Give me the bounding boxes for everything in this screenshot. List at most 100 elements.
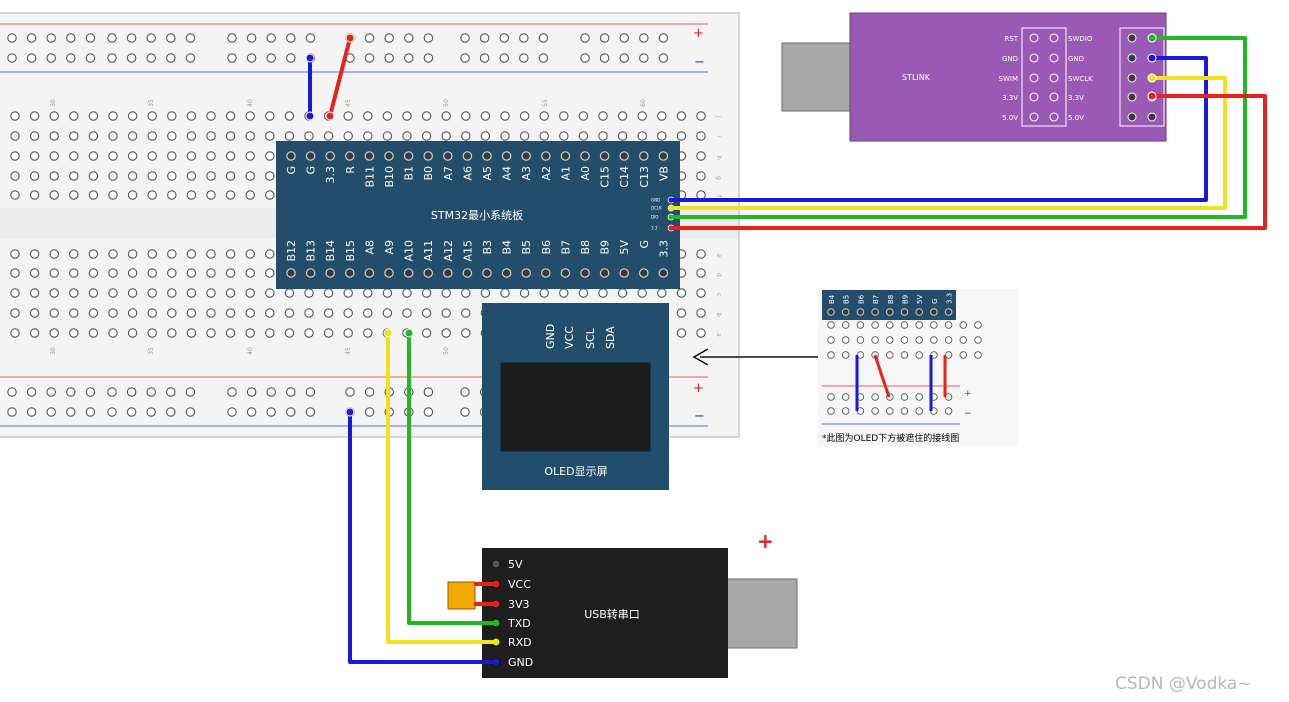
breadboard-hole xyxy=(186,151,197,161)
breadboard-hole xyxy=(363,308,373,318)
rail-hole xyxy=(305,33,316,43)
breadboard-hole xyxy=(10,328,20,338)
bottom-rail-plus-sign: + xyxy=(693,381,704,396)
wires xyxy=(305,33,1267,664)
usb-serial-plus-sign: + xyxy=(757,529,774,553)
breadboard-hole xyxy=(206,308,216,318)
breadboard-hole xyxy=(245,249,255,259)
inset-hole xyxy=(959,321,968,329)
stm32-top-pin xyxy=(560,151,571,161)
rail-hole xyxy=(146,53,156,63)
wire-yellow-stlink-swclk xyxy=(670,76,1227,210)
stlink-title: STLINK xyxy=(902,73,931,82)
breadboard-hole xyxy=(363,111,373,121)
inset-pin xyxy=(856,308,865,316)
breadboard-hole xyxy=(167,190,177,200)
rail-hole xyxy=(479,33,490,43)
stlink-left-label: SWIM xyxy=(999,75,1018,83)
breadboard-hole xyxy=(441,308,451,318)
stm32-top-pin xyxy=(540,151,551,161)
breadboard-hole xyxy=(88,268,99,278)
breadboard-hole xyxy=(539,131,549,141)
rail-hole xyxy=(423,53,434,63)
stm32-bottom-pin xyxy=(286,268,296,278)
rail-hole xyxy=(266,387,276,397)
breadboard-hole xyxy=(167,171,177,181)
inset-rail-hole xyxy=(841,407,850,415)
rail-hole xyxy=(46,33,56,43)
stlink-left-pin xyxy=(1049,73,1059,83)
stlink-left-header xyxy=(1021,27,1067,127)
stlink-left-pin xyxy=(1049,112,1059,122)
stm32-top-pin xyxy=(599,151,610,161)
breadboard-hole xyxy=(127,328,138,338)
breadboard-hole xyxy=(500,111,510,121)
column-number: 30 xyxy=(50,99,57,107)
stm32-bottom-pin xyxy=(325,268,335,278)
stm32-bottom-pin xyxy=(305,268,316,278)
rail-hole xyxy=(166,407,176,417)
breadboard-hole xyxy=(10,268,20,278)
rail-hole xyxy=(599,53,610,63)
breadboard-hole xyxy=(637,111,647,121)
breadboard-hole xyxy=(167,131,177,141)
breadboard-hole xyxy=(108,111,118,121)
stm32-title: STM32最小系统板 xyxy=(431,208,523,222)
breadboard-hole xyxy=(127,268,138,278)
stm32-pcb xyxy=(276,141,680,289)
breadboard-hole xyxy=(88,308,99,318)
rail-hole xyxy=(246,33,257,43)
stm32-top-pin xyxy=(384,151,394,161)
breadboard-hole xyxy=(245,111,255,121)
inset-hole xyxy=(915,336,923,344)
usb-serial-jumper xyxy=(447,581,476,610)
breadboard-hole xyxy=(206,190,216,200)
stm32-top-pin xyxy=(501,151,512,161)
stm32-bottom-pin xyxy=(658,268,669,278)
stm32-top-pin-label: A1 xyxy=(559,166,572,181)
inset-pin-label: B4 xyxy=(828,294,836,304)
rail-hole xyxy=(227,33,237,43)
breadboard-hole xyxy=(49,171,59,181)
breadboard-hole xyxy=(323,288,334,298)
wire-end-dot xyxy=(404,328,414,338)
inset-rail-hole xyxy=(871,393,879,401)
rail-hole xyxy=(7,33,17,43)
breadboard-hole xyxy=(402,308,412,318)
swd-pin-label: DIO xyxy=(651,215,658,220)
inset-pin xyxy=(841,308,850,316)
wire-end-dot xyxy=(305,111,315,121)
rail-hole xyxy=(345,387,355,397)
breadboard-hole xyxy=(245,190,255,200)
inset-caption: *此图为OLED下方被遮住的接线图 xyxy=(822,432,959,444)
breadboard-hole xyxy=(225,249,236,259)
row-letter: e xyxy=(715,254,722,258)
rail-hole xyxy=(246,53,257,63)
breadboard-hole xyxy=(304,328,314,338)
breadboard-hole xyxy=(108,131,118,141)
breadboard-hole xyxy=(69,171,79,181)
stlink-right-label: 5.0V xyxy=(1068,114,1084,122)
rail-hole xyxy=(107,53,117,63)
breadboard-hole xyxy=(108,268,118,278)
stm32-bottom-pin-label: 3.3 xyxy=(657,240,670,258)
breadboard-hole xyxy=(69,328,79,338)
breadboard-hole xyxy=(167,111,177,121)
inset-rail-hole xyxy=(841,393,850,401)
breadboard-hole xyxy=(88,288,99,298)
stm32-top-pin xyxy=(364,151,375,161)
rail-hole xyxy=(126,387,137,397)
inset-hole xyxy=(827,351,835,359)
breadboard-hole xyxy=(284,288,295,298)
breadboard-hole xyxy=(29,328,40,338)
rail-hole xyxy=(619,53,629,63)
stm32-bottom-pin-label: A9 xyxy=(383,240,396,255)
rail-hole xyxy=(423,407,434,417)
stm32-bottom-pin-label: B13 xyxy=(305,240,318,262)
row-letter: f xyxy=(715,195,722,198)
stm32-top-pin xyxy=(325,151,335,161)
rail-hole xyxy=(538,33,549,43)
breadboard-hole xyxy=(696,288,706,298)
